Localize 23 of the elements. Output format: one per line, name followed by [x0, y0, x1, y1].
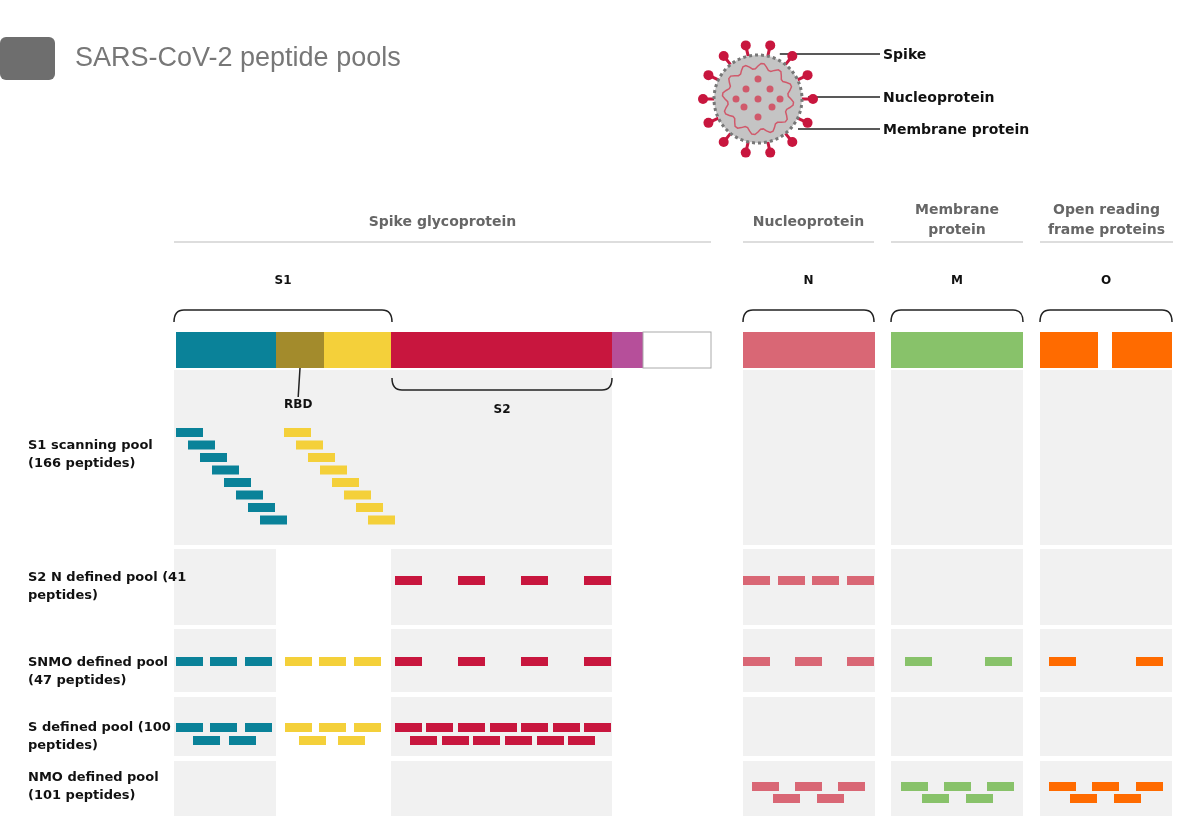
region-label: O: [1099, 273, 1113, 287]
region-label: S2: [492, 402, 512, 416]
leader-line: [807, 96, 881, 98]
leader-line: [297, 367, 301, 398]
title: SARS-CoV-2 peptide pools: [75, 42, 401, 73]
pool-label: NMO defined pool (101 peptides): [28, 768, 160, 804]
section-heading: Open reading frame proteins: [1046, 200, 1167, 239]
pool-label: S defined pool (100 peptides): [28, 718, 172, 754]
pool-label: S2 N defined pool (41 peptides): [28, 568, 188, 604]
section-heading: Membrane protein: [914, 200, 1000, 239]
region-label: RBD: [284, 397, 313, 411]
part-label: Nucleoprotein: [883, 89, 995, 105]
section-heading: Nucleoprotein: [751, 212, 866, 231]
leader-line: [779, 53, 881, 55]
pool-label: SNMO defined pool (47 peptides): [28, 653, 170, 689]
region-label: M: [950, 273, 964, 287]
section-heading: Spike glycoprotein: [367, 212, 518, 231]
part-label: Membrane protein: [883, 121, 1030, 137]
region-label: S1: [273, 273, 293, 287]
region-label: N: [802, 273, 815, 287]
pool-label: S1 scanning pool (166 peptides): [28, 436, 154, 472]
leader-line: [797, 128, 881, 130]
part-label: Spike: [883, 46, 927, 62]
